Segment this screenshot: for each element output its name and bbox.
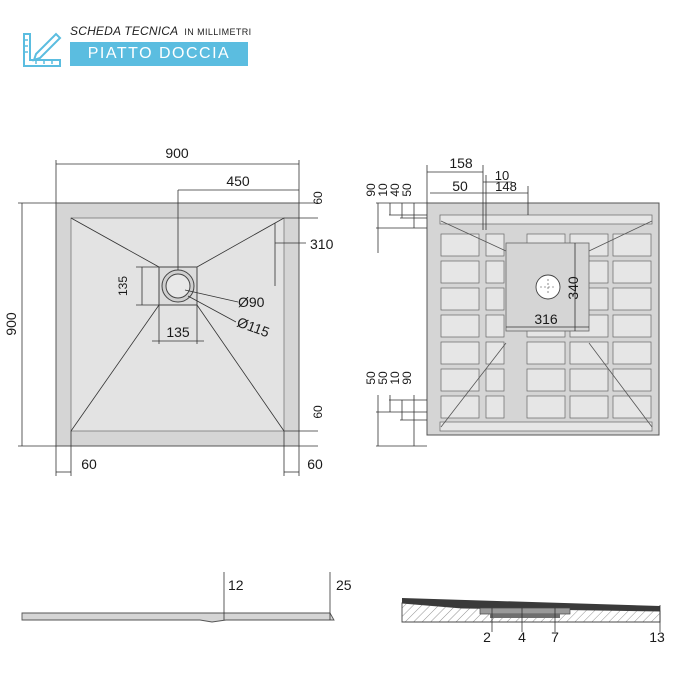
support-cell — [612, 260, 652, 284]
support-cell — [440, 314, 480, 338]
dim-drain-inner-label: Ø90 — [238, 294, 265, 310]
dim-left-top-50: 50 — [400, 183, 414, 197]
pencil-ruler-icon — [22, 28, 64, 68]
dim-inner-height-label: 340 — [565, 276, 581, 300]
side-profile — [21, 612, 335, 623]
corner-rib — [588, 220, 653, 252]
support-cell — [569, 341, 609, 365]
support-cell — [485, 287, 505, 311]
dim-half-label: 450 — [226, 173, 250, 189]
support-cell — [440, 233, 480, 257]
tray-inner-basin — [70, 217, 285, 432]
sheet-subtitle: IN MILLIMETRI — [184, 27, 252, 37]
support-cell — [526, 395, 566, 419]
corner-rib — [440, 342, 507, 428]
dim-left-bottom-50a: 50 — [364, 371, 378, 385]
sheet-title: SCHEDA TECNICA IN MILLIMETRI — [70, 24, 252, 38]
section-label-7: 7 — [551, 629, 559, 645]
support-cell — [485, 233, 505, 257]
dim-top-10: 10 — [495, 168, 509, 183]
section-view: 2 4 7 13 — [401, 598, 665, 645]
support-cell — [485, 260, 505, 284]
support-cell — [485, 368, 505, 392]
support-cell — [526, 368, 566, 392]
drain-inner-ring — [165, 273, 191, 299]
support-cell — [526, 341, 566, 365]
support-cell — [485, 341, 505, 365]
dim-drain-side-label: 135 — [116, 276, 130, 296]
dim-drain-bottom-label: 135 — [166, 324, 190, 340]
dim-left-bottom-50b: 50 — [376, 371, 390, 385]
dim-drain-depth-label: 12 — [228, 577, 244, 593]
support-cell — [569, 395, 609, 419]
section-label-2: 2 — [483, 629, 491, 645]
dim-right-rim-label: 60 — [311, 191, 325, 205]
support-cell — [612, 233, 652, 257]
dim-left-margin-label: 60 — [81, 456, 97, 472]
support-cell — [569, 368, 609, 392]
dim-inner-width-label: 316 — [534, 311, 558, 327]
dim-height-label: 900 — [3, 312, 19, 336]
support-cell — [485, 314, 505, 338]
dim-top-148: 148 — [495, 179, 517, 194]
bottom-view: 340 316 158 10 50 148 90 10 40 50 — [364, 155, 660, 447]
dim-top-50: 50 — [452, 178, 468, 194]
sheet-title-text: SCHEDA TECNICA — [70, 24, 179, 38]
support-cell — [612, 341, 652, 365]
dim-offset-label: 310 — [310, 236, 334, 252]
top-view: 900 450 60 310 900 135 135 Ø90 Ø115 — [3, 145, 334, 476]
support-cell — [612, 287, 652, 311]
support-cell — [440, 395, 480, 419]
section-label-13: 13 — [649, 629, 665, 645]
support-cell — [440, 368, 480, 392]
dim-left-bottom-10: 10 — [388, 371, 402, 385]
dim-left-top-40: 40 — [388, 183, 402, 197]
support-strip — [439, 421, 653, 432]
dim-width-label: 900 — [165, 145, 189, 161]
corner-rib — [588, 342, 653, 428]
dim-edge-height-label: 25 — [336, 577, 352, 593]
drain-fitting — [479, 607, 571, 615]
side-view: 12 25 — [21, 572, 352, 623]
corner-rib — [440, 220, 507, 252]
support-grid — [439, 214, 653, 432]
support-cell — [612, 314, 652, 338]
support-strip — [439, 214, 653, 225]
support-cell — [440, 341, 480, 365]
dim-right-margin-label: 60 — [307, 456, 323, 472]
support-cell — [440, 260, 480, 284]
product-banner: PIATTO DOCCIA — [70, 42, 248, 66]
dim-left-bottom-90: 90 — [400, 371, 414, 385]
section-label-4: 4 — [518, 629, 526, 645]
support-cell — [485, 395, 505, 419]
dim-left-top-90: 90 — [364, 183, 378, 197]
support-cell — [440, 287, 480, 311]
support-cell — [612, 395, 652, 419]
dim-bottom-rim-label: 60 — [311, 405, 325, 419]
support-cell — [612, 368, 652, 392]
dim-top-158: 158 — [449, 155, 473, 171]
dim-left-top-10: 10 — [376, 183, 390, 197]
